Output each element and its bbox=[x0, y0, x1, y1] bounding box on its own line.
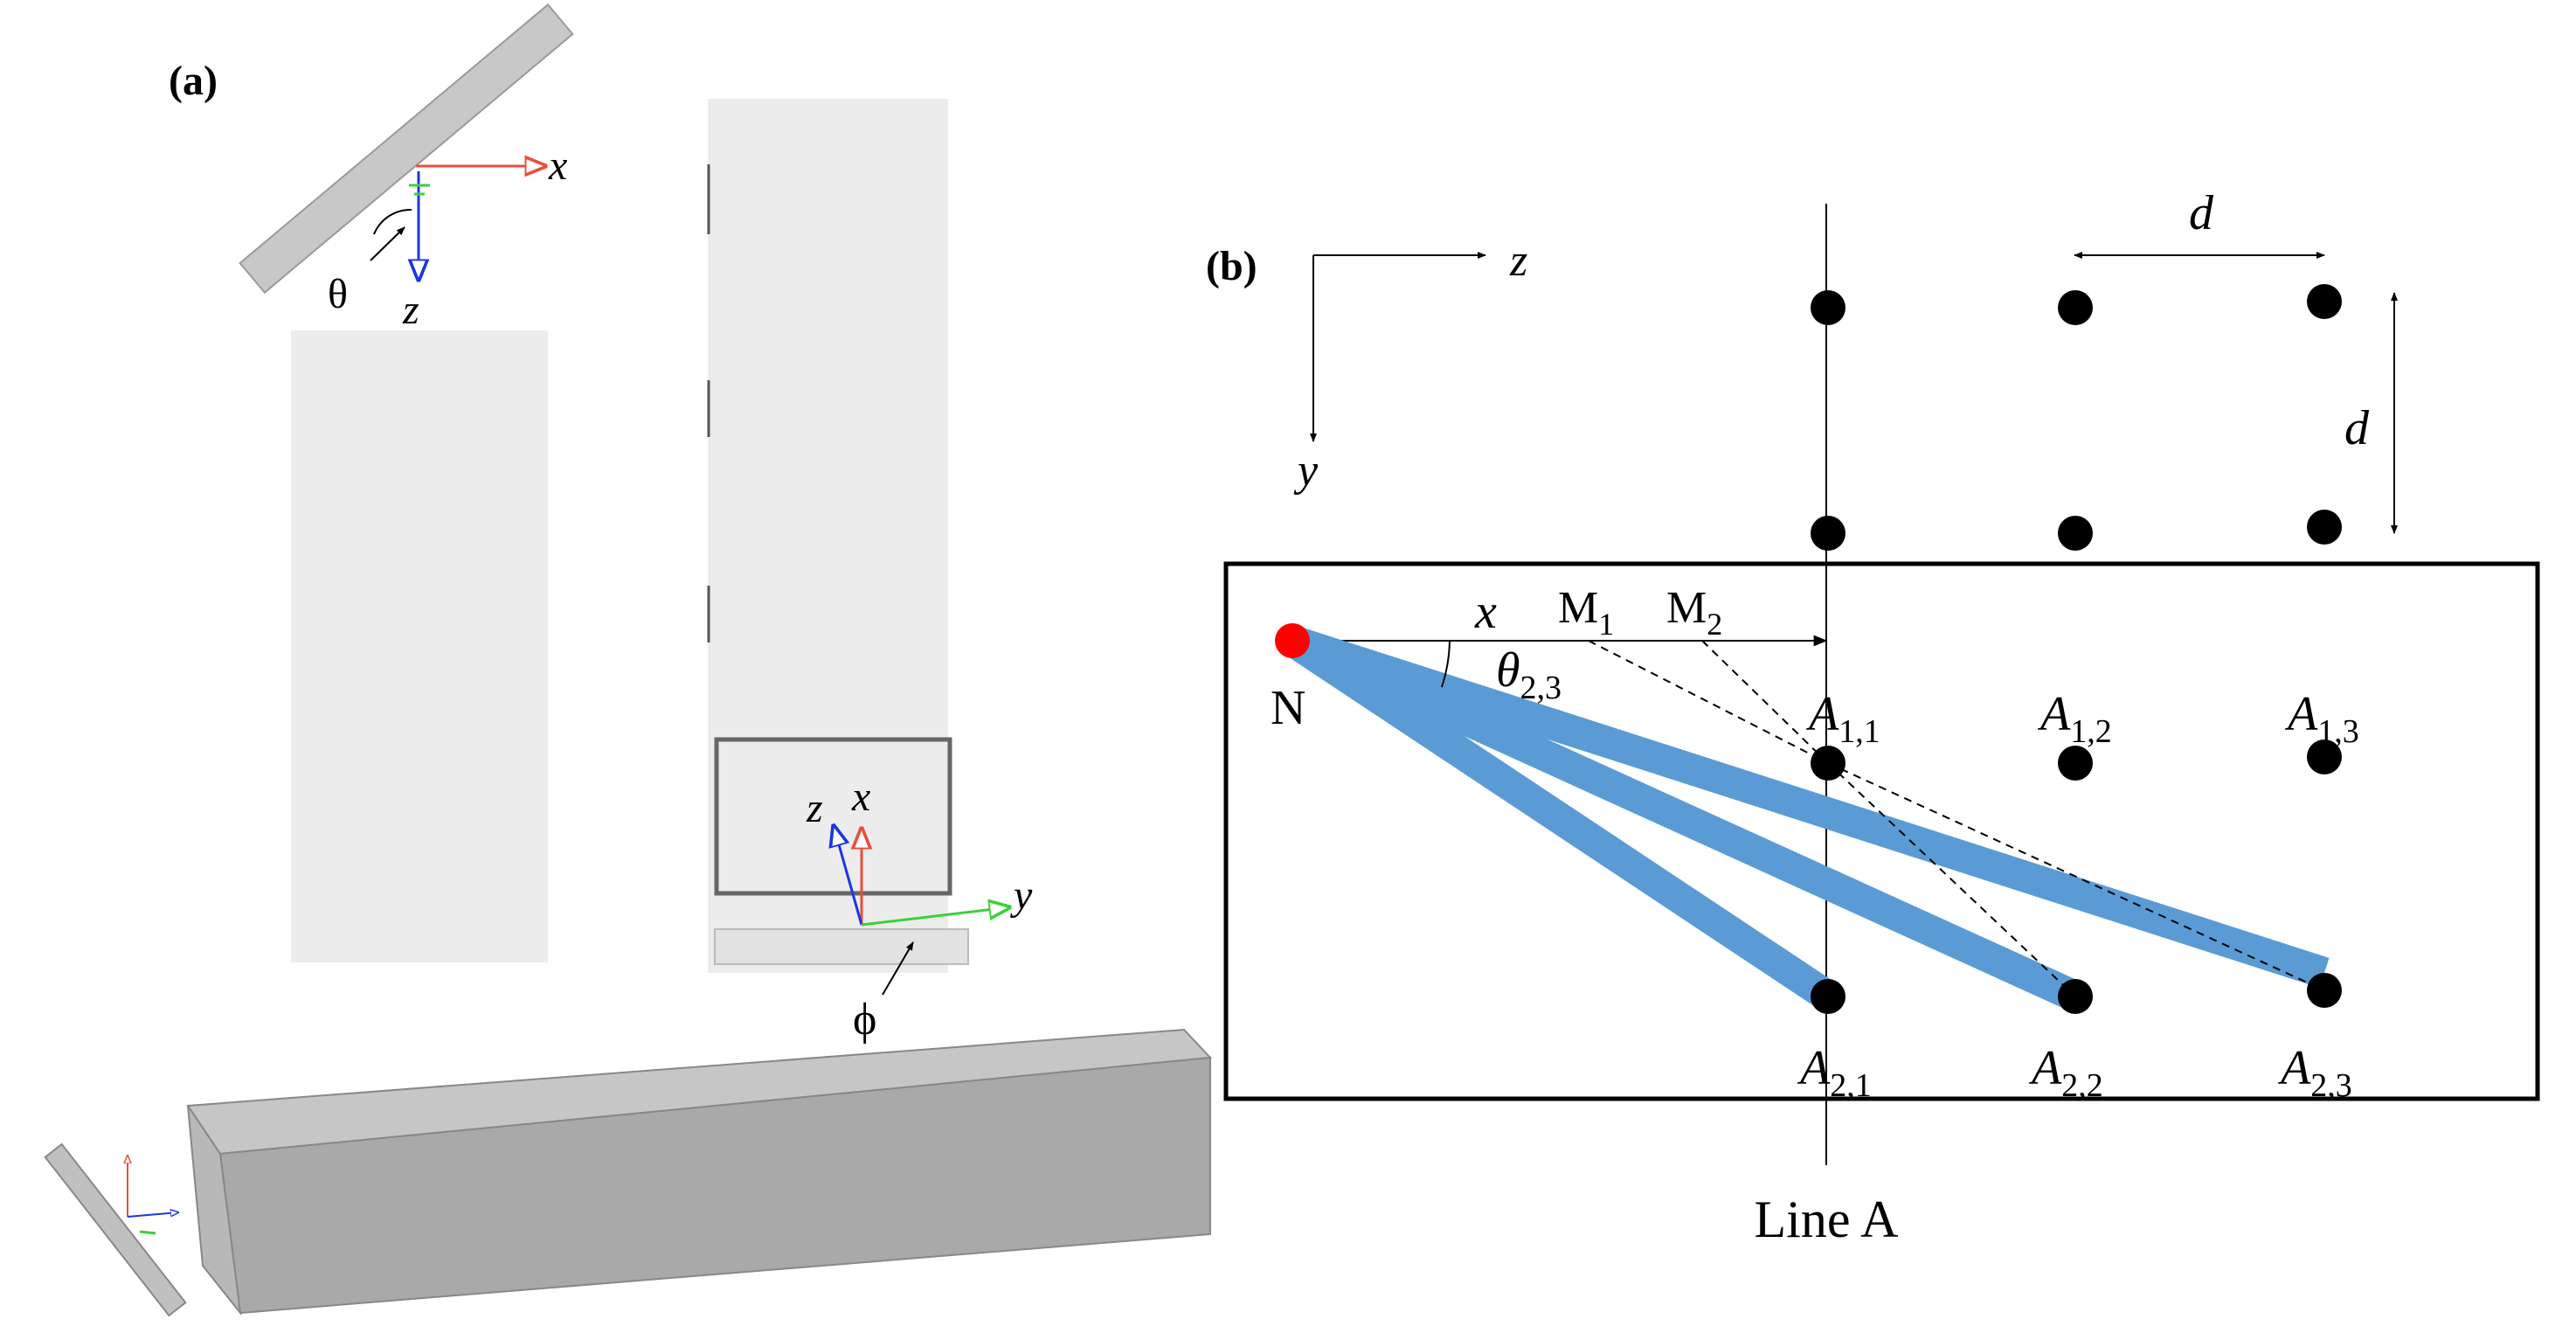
phi-label: ϕ bbox=[853, 995, 876, 1045]
side-x-axis-label: x bbox=[851, 774, 870, 820]
a22-point bbox=[2058, 979, 2093, 1014]
beam-n-a22 bbox=[1285, 626, 2082, 1011]
vertical-spacing-label: d bbox=[2344, 401, 2370, 455]
a23-label: A2,3 bbox=[2277, 1041, 2352, 1104]
grid-dot bbox=[2058, 290, 2093, 325]
side-y-axis-arrow bbox=[861, 907, 1009, 927]
side-view-base-plate bbox=[714, 928, 969, 965]
side-view: z x y ϕ bbox=[707, 99, 1033, 1045]
a13-point bbox=[2307, 739, 2342, 774]
dashed-m1-a11 bbox=[1588, 640, 1829, 764]
small-z-arrow bbox=[127, 1212, 178, 1218]
grid-dot bbox=[1811, 516, 1845, 551]
beam-n-a23 bbox=[1287, 625, 2330, 989]
small-y-stub bbox=[139, 1230, 156, 1235]
side-view-slab bbox=[708, 99, 948, 973]
small-tilted-plate bbox=[44, 1142, 187, 1317]
theta-23-label: θ2,3 bbox=[1496, 643, 1562, 706]
beam-left-face bbox=[187, 1105, 242, 1316]
dashed-a11-a22 bbox=[1827, 762, 2076, 997]
top-view: x z θ bbox=[239, 3, 574, 962]
x-label: x bbox=[1474, 585, 1497, 639]
construction-lines bbox=[1588, 640, 2325, 997]
theta-label: θ bbox=[328, 271, 348, 317]
horizontal-spacing-label: d bbox=[2189, 186, 2214, 240]
side-view-frame bbox=[714, 737, 952, 896]
source-point-n bbox=[1275, 623, 1310, 658]
panel-a: (a) x z θ z x y bbox=[44, 3, 1213, 1317]
a21-point bbox=[1811, 979, 1845, 1014]
side-z-axis-arrow bbox=[834, 826, 863, 926]
tilted-plate bbox=[239, 3, 574, 295]
a11-point bbox=[1811, 746, 1845, 781]
dashed-a11-a23 bbox=[1827, 762, 2325, 991]
source-label: N bbox=[1271, 681, 1305, 735]
m2-label: M2 bbox=[1666, 583, 1722, 642]
panel-b-label: (b) bbox=[1206, 243, 1257, 289]
top-view-slab bbox=[291, 330, 548, 962]
side-y-axis-label: y bbox=[1009, 872, 1033, 919]
dashed-m2-a11 bbox=[1701, 640, 1829, 764]
panel-b: (b) z y d d Line A x bbox=[1206, 186, 2540, 1248]
beam-n-a21 bbox=[1284, 628, 1837, 1010]
m1-label: M1 bbox=[1558, 583, 1614, 642]
theta-arc bbox=[373, 208, 412, 235]
a11-label: A1,1 bbox=[1805, 687, 1880, 750]
grid-dot bbox=[2307, 510, 2342, 545]
upper-dot-grid bbox=[1811, 284, 2342, 551]
side-z-axis-label: z bbox=[806, 785, 823, 831]
y-axis-label-b: y bbox=[1293, 446, 1319, 496]
z-axis-label: z bbox=[402, 287, 419, 333]
a12-point bbox=[2058, 746, 2093, 781]
a13-label: A1,3 bbox=[2284, 687, 2359, 750]
a12-label: A1,2 bbox=[2037, 687, 2112, 750]
region-box bbox=[1223, 561, 2540, 1101]
grid-dot bbox=[2307, 284, 2342, 319]
grid-dot bbox=[1811, 290, 1845, 325]
panel-a-label: (a) bbox=[169, 58, 218, 104]
a23-point bbox=[2307, 973, 2342, 1008]
grid-dot bbox=[2058, 516, 2093, 551]
x-axis-label: x bbox=[548, 142, 567, 189]
beam-3d bbox=[44, 1028, 1213, 1317]
theta-pointer bbox=[370, 226, 405, 261]
a21-label: A2,1 bbox=[1797, 1041, 1872, 1104]
theta-23-arc bbox=[1441, 640, 1451, 688]
z-axis-label-b: z bbox=[1509, 236, 1527, 286]
phi-pointer bbox=[882, 941, 914, 996]
line-a-label: Line A bbox=[1755, 1191, 1899, 1248]
a22-label: A2,2 bbox=[2028, 1041, 2103, 1104]
